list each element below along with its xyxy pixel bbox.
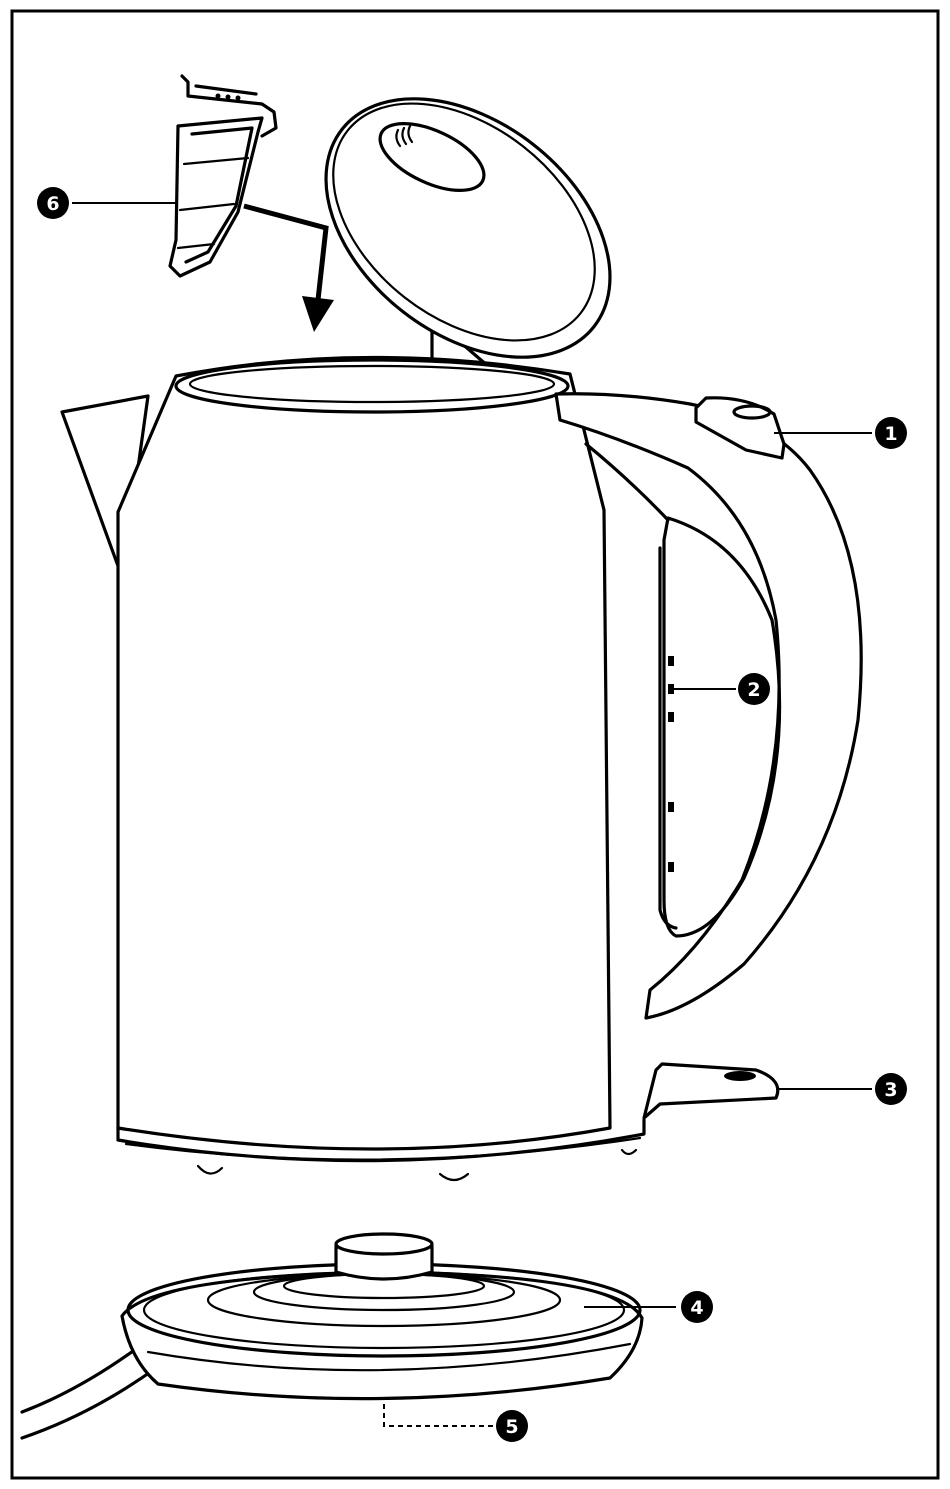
filter-part	[170, 76, 276, 276]
callout-3: 3	[875, 1073, 907, 1105]
callout-3-label: 3	[884, 1079, 897, 1101]
callout-1: 1	[875, 417, 907, 449]
power-base-part	[22, 1234, 642, 1438]
callout-2-label: 2	[747, 679, 760, 701]
callout-2: 2	[738, 673, 770, 705]
power-switch-part	[644, 1064, 778, 1118]
kettle-body	[62, 357, 644, 1180]
callout-1-label: 1	[884, 423, 897, 445]
callout-5: 5	[496, 1410, 528, 1442]
insert-arrow	[244, 206, 334, 332]
callout-5-label: 5	[505, 1416, 518, 1438]
callout-6-label: 6	[46, 193, 59, 215]
callout-6: 6	[37, 187, 69, 219]
leader-5	[384, 1404, 496, 1426]
callout-4-label: 4	[690, 1297, 703, 1319]
callout-4: 4	[681, 1291, 713, 1323]
open-lid	[277, 46, 660, 410]
